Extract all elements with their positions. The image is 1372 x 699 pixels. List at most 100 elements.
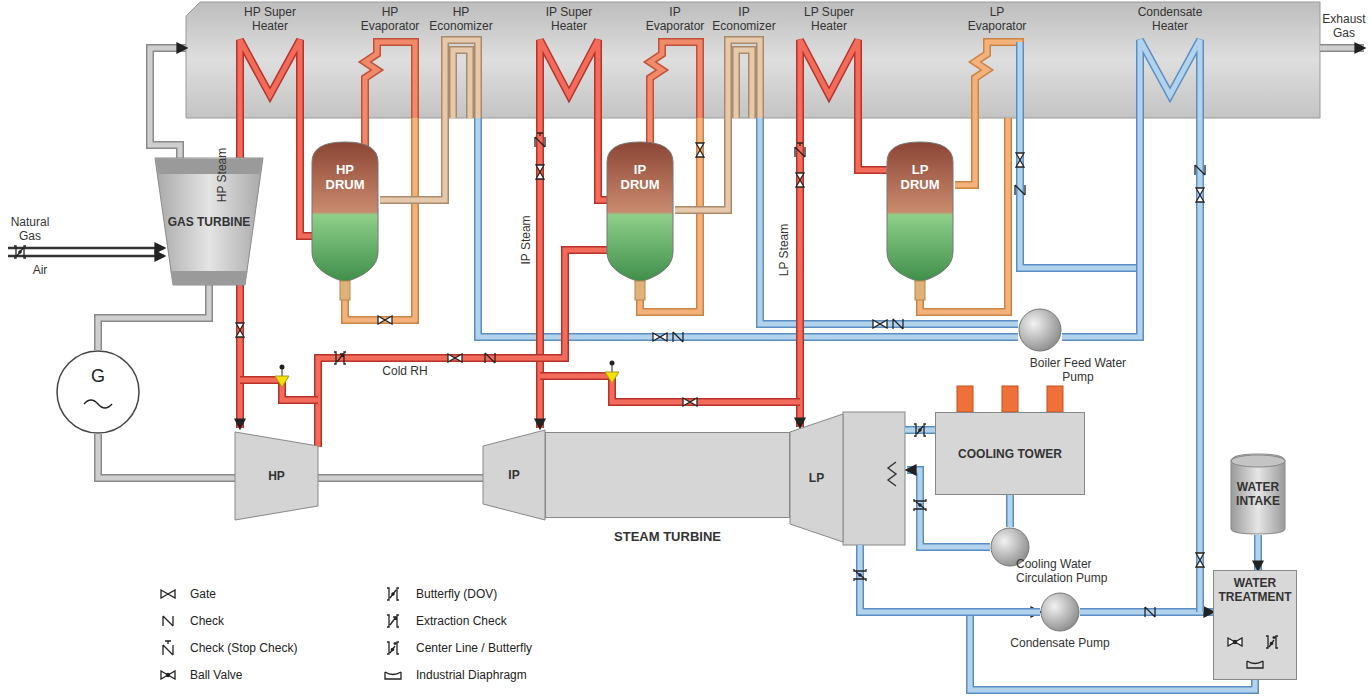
turbine-stage-outline — [235, 432, 318, 520]
valve-symbol — [536, 165, 544, 179]
pipe — [955, 118, 975, 185]
cooling-tower: COOLING TOWER — [935, 412, 1085, 495]
part-label: Condensate Heater — [1135, 5, 1205, 33]
water-treatment-outline — [1214, 571, 1297, 680]
pipe — [650, 42, 700, 118]
pipe — [300, 118, 312, 236]
condenser — [888, 462, 896, 486]
pipe — [1320, 44, 1364, 52]
legend-symbol — [161, 590, 175, 598]
valve-symbol — [893, 319, 903, 329]
pipe — [1020, 118, 1140, 268]
generator-outline — [84, 400, 112, 408]
valve-symbol — [1015, 185, 1025, 195]
part-label: IP Super Heater — [536, 5, 602, 33]
connector — [98, 434, 235, 478]
node-label: HP — [241, 469, 312, 483]
pipe — [648, 118, 653, 150]
pipe — [345, 118, 415, 320]
steam-drum-outline — [605, 140, 675, 300]
water-pipe — [1256, 535, 1261, 570]
pipe — [858, 118, 887, 170]
connector — [1010, 495, 1011, 527]
cooling-tower-stacks — [1002, 386, 1018, 412]
shaft-line — [98, 434, 235, 478]
pipe — [858, 118, 887, 170]
pipe — [540, 376, 800, 402]
part-label: HP Steam — [215, 148, 229, 202]
water-treatment-outline — [1266, 636, 1278, 648]
turbine-stage-outline — [235, 432, 318, 520]
pipe — [318, 250, 607, 447]
pipe — [1016, 42, 1024, 118]
generator: G — [56, 350, 140, 434]
valve-symbol — [378, 316, 392, 324]
node-label: HP DRUM — [318, 162, 372, 192]
cooling-tower-outline — [935, 412, 1085, 495]
pipe — [445, 40, 478, 118]
gas-turbine: GAS TURBINE — [155, 158, 263, 285]
steam-drum-outline — [915, 281, 925, 300]
node-label: STEAM TURBINE — [545, 530, 790, 544]
pipe — [955, 118, 975, 185]
bypass-valve — [610, 361, 615, 366]
cooling-tower-stacks — [1047, 386, 1063, 412]
valve-symbol — [1016, 153, 1024, 167]
part-label: IP Evaporator — [642, 5, 708, 33]
legend-label: Check (Stop Check) — [190, 641, 297, 655]
legend-label: Industrial Diaphragm — [416, 668, 527, 682]
shaft-line-outline — [318, 474, 483, 482]
legend-label: Check — [190, 614, 224, 628]
steam-turbine-outline — [545, 432, 790, 518]
valve-symbol — [873, 320, 887, 328]
steam-drum-outline — [607, 142, 673, 282]
water-treatment: WATER TREATMENT — [1213, 570, 1297, 680]
condenser — [843, 412, 905, 545]
condenser — [843, 412, 905, 545]
turbine-stage-outline — [790, 414, 843, 542]
node-label: Condensate Pump — [995, 636, 1125, 650]
pipe — [907, 470, 990, 547]
bypass-valve — [275, 365, 289, 388]
pipe — [800, 40, 858, 118]
node-label: IP — [489, 468, 539, 482]
water-treatment-outline — [1213, 570, 1297, 680]
pipe — [478, 118, 1018, 337]
turbine-stage-outline — [483, 430, 545, 520]
gas-turbine-outline — [156, 159, 262, 174]
water-intake-outline — [1231, 455, 1285, 467]
valve-symbol — [14, 133, 1205, 617]
part-label: HP Economizer — [428, 5, 494, 33]
part-label: Cold RH — [370, 364, 440, 378]
valve-symbol — [334, 352, 346, 364]
node-label: GAS TURBINE — [161, 215, 257, 229]
pipe — [478, 118, 1018, 337]
cooling-tower-outline — [936, 413, 1085, 495]
part-label: LP Super Heater — [796, 5, 862, 33]
pipe — [540, 376, 800, 402]
steam-turbine: STEAM TURBINE — [545, 432, 790, 518]
cooling-tower-stacks — [957, 386, 1063, 412]
valve-symbol — [485, 353, 495, 363]
pump-outline — [1040, 592, 1080, 632]
pipe — [1140, 40, 1200, 118]
node-label: COOLING TOWER — [941, 447, 1079, 461]
steam-turbine-outline — [546, 433, 790, 518]
pipe — [860, 545, 1040, 612]
shaft-line-outline — [98, 434, 235, 478]
legend-label: Center Line / Butterfly — [416, 641, 532, 655]
node-label: WATER INTAKE — [1236, 480, 1280, 508]
turbine-stage: IP — [483, 430, 545, 520]
connector — [1258, 535, 1259, 570]
water-pipe — [970, 612, 1255, 690]
valve-symbol — [696, 143, 704, 157]
pump-outline — [1041, 593, 1079, 631]
water-intake-outline — [1231, 454, 1285, 534]
pump: Boiler Feed Water Pump — [1018, 308, 1062, 352]
node-label: LP — [796, 471, 837, 485]
pipe — [1320, 46, 1364, 51]
water-pipe — [1080, 610, 1213, 615]
valve-symbol — [14, 246, 26, 258]
gas-turbine-outline — [155, 158, 263, 285]
